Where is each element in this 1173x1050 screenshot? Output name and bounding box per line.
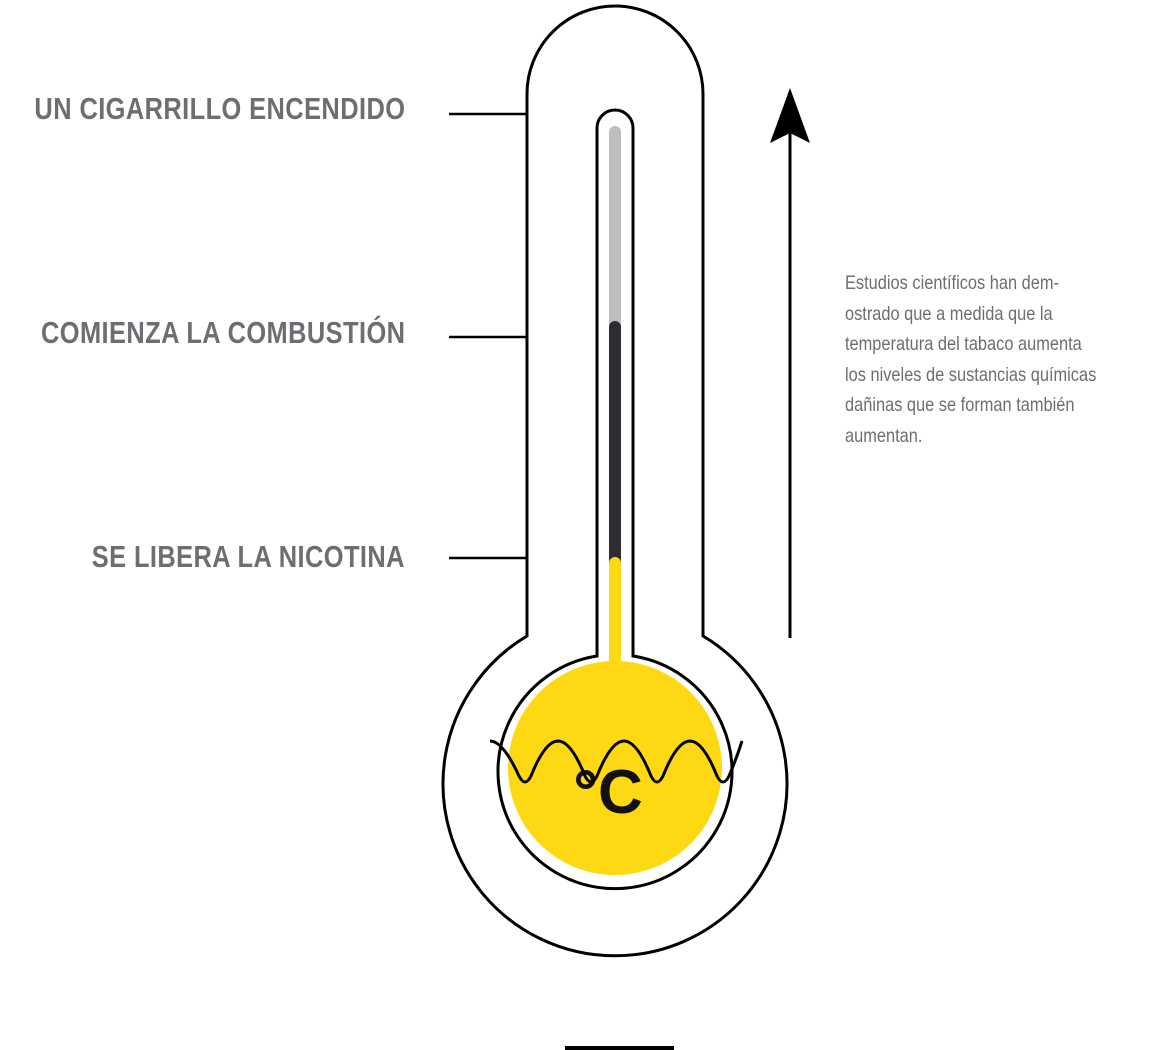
stage-label-lit-cigarette: UN CIGARRILLO ENCENDIDO (34, 91, 405, 126)
bulb-unit-label: °C (573, 758, 643, 827)
stage-label-nicotine: SE LIBERA LA NICOTINA (91, 539, 405, 574)
note-line: los niveles de sustancias químicas (845, 363, 1097, 386)
note-line: Estudios científicos han dem- (845, 272, 1059, 294)
stage-label-combustion: COMIENZA LA COMBUSTIÓN (40, 315, 405, 350)
note-line: dañinas que se forman también (845, 394, 1075, 416)
up-arrow-icon (770, 88, 810, 638)
heat-wave-icon (489, 739, 744, 784)
note-line: temperatura del tabaco aumenta (845, 333, 1082, 355)
base-bar (565, 1046, 674, 1050)
note-line: ostrado que a medida que la (845, 302, 1053, 325)
explanation-note: Estudios científicos han dem- ostrado qu… (845, 268, 1173, 451)
thermometer-bulb (508, 661, 722, 875)
note-line: aumentan. (845, 424, 923, 447)
